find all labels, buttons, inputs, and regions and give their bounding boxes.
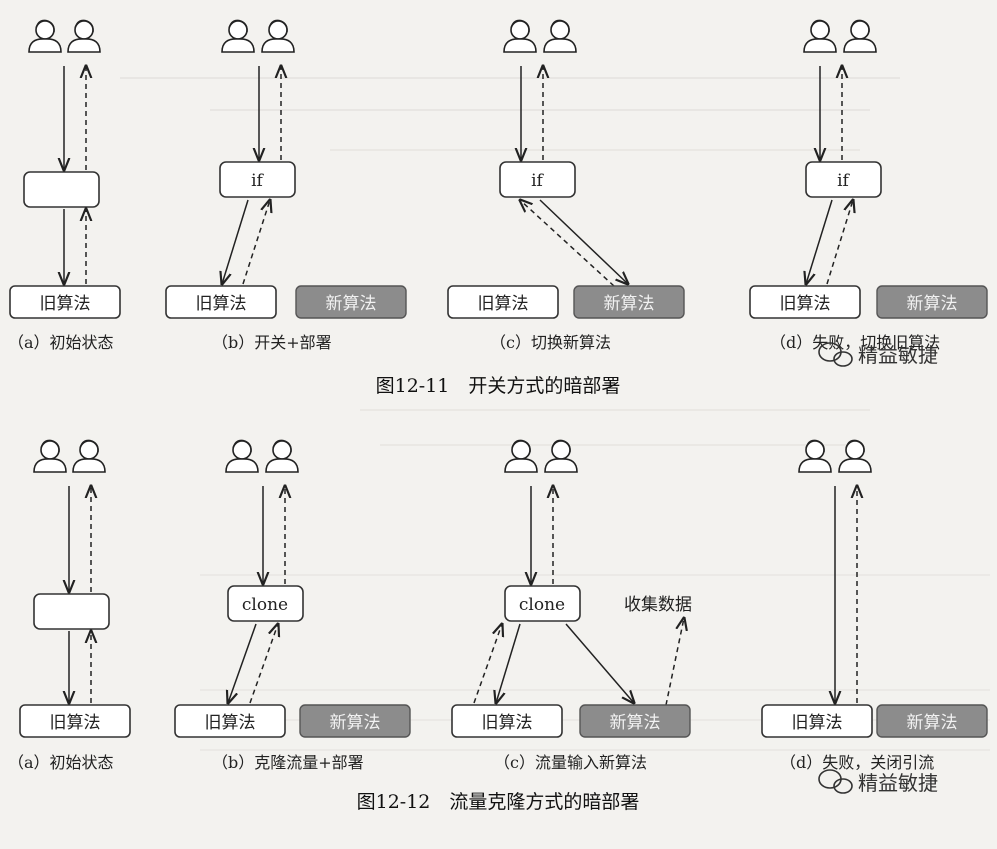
old-algorithm-label: 旧算法 (40, 294, 91, 314)
router-box (23, 171, 100, 208)
wechat-icon (818, 342, 853, 367)
panel-label: （c）切换新算法 (490, 333, 611, 352)
fig1-panel-d: if 旧算法 新算法 （d）失败，切换旧算法 (749, 66, 988, 352)
svg-text:if: if (531, 171, 544, 191)
old-algorithm-box (749, 285, 861, 319)
users-icon (803, 19, 877, 53)
svg-text:精益敏捷: 精益敏捷 (858, 771, 938, 795)
panel-label: （b）克隆流量+部署 (212, 753, 364, 772)
if-switch-box (219, 161, 296, 198)
old-algorithm-box (9, 285, 121, 319)
fig2-panel-c: clone 旧算法 新算法 收集数据 （c）流量输入新算法 (451, 486, 692, 772)
svg-text:新算法: 新算法 (907, 713, 958, 733)
svg-text:旧算法: 旧算法 (478, 294, 529, 314)
fig2-panel-d: 旧算法 新算法 （d）失败，关闭引流 (761, 486, 988, 772)
svg-text:if: if (837, 171, 850, 191)
fig2-panel-a: 旧算法 （a）初始状态 (8, 486, 131, 772)
old-algorithm-box (761, 704, 873, 738)
background-ghost-text (120, 77, 990, 751)
panel-label: （a）初始状态 (8, 333, 114, 352)
fig1-panel-b: if 旧算法 新算法 （b）开关+部署 (165, 66, 407, 352)
users-icon (503, 19, 577, 53)
old-algorithm-box (447, 285, 559, 319)
old-algorithm-box (174, 704, 286, 738)
new-algorithm-box (299, 704, 411, 738)
clone-box (504, 585, 581, 622)
figure-caption: 图12-11 开关方式的暗部署 (376, 375, 621, 397)
svg-text:旧算法: 旧算法 (196, 294, 247, 314)
panel-label: （d）失败，切换旧算法 (770, 333, 940, 352)
svg-text:if: if (251, 171, 264, 191)
if-switch-box (499, 161, 576, 198)
fig1-panel-a: 旧算法 （a）初始状态 (8, 66, 121, 352)
panel-label: （d）失败，关闭引流 (780, 753, 934, 772)
wechat-icon (818, 769, 853, 794)
old-algorithm-box (19, 704, 131, 738)
users-icon (28, 19, 101, 53)
svg-text:旧算法: 旧算法 (482, 713, 533, 733)
fig2-panel-b: clone 旧算法 新算法 （b）克隆流量+部署 (174, 486, 411, 772)
collect-data-label: 收集数据 (624, 595, 692, 615)
svg-text:旧算法: 旧算法 (205, 713, 256, 733)
new-algorithm-box (579, 704, 691, 738)
old-algorithm-box (165, 285, 277, 319)
panel-label: （b）开关+部署 (212, 333, 332, 352)
users-icon (225, 439, 299, 473)
router-box (33, 593, 110, 630)
wechat-watermark: 精益敏捷 (818, 769, 938, 795)
wechat-watermark: 精益敏捷 (818, 342, 938, 367)
svg-text:新算法: 新算法 (604, 294, 655, 314)
svg-text:旧算法: 旧算法 (792, 713, 843, 733)
old-algorithm-box (451, 704, 563, 738)
svg-text:clone: clone (242, 595, 288, 615)
clone-box (227, 585, 304, 622)
fig1-panel-c: if 旧算法 新算法 （c）切换新算法 (447, 66, 685, 352)
svg-text:旧算法: 旧算法 (50, 713, 101, 733)
svg-text:clone: clone (519, 595, 565, 615)
new-algorithm-box (876, 704, 988, 738)
new-algorithm-box (295, 285, 407, 319)
panel-label: （c）流量输入新算法 (494, 753, 647, 772)
svg-text:新算法: 新算法 (330, 713, 381, 733)
svg-text:精益敏捷: 精益敏捷 (858, 343, 938, 367)
users-icon (33, 439, 106, 473)
svg-text:新算法: 新算法 (610, 713, 661, 733)
svg-text:新算法: 新算法 (907, 294, 958, 314)
new-algorithm-box (876, 285, 988, 319)
figure-caption: 图12-12 流量克隆方式的暗部署 (357, 791, 640, 813)
svg-text:旧算法: 旧算法 (780, 294, 831, 314)
users-icon (221, 19, 295, 53)
panel-label: （a）初始状态 (8, 753, 114, 772)
new-algorithm-box (573, 285, 685, 319)
svg-text:新算法: 新算法 (326, 294, 377, 314)
